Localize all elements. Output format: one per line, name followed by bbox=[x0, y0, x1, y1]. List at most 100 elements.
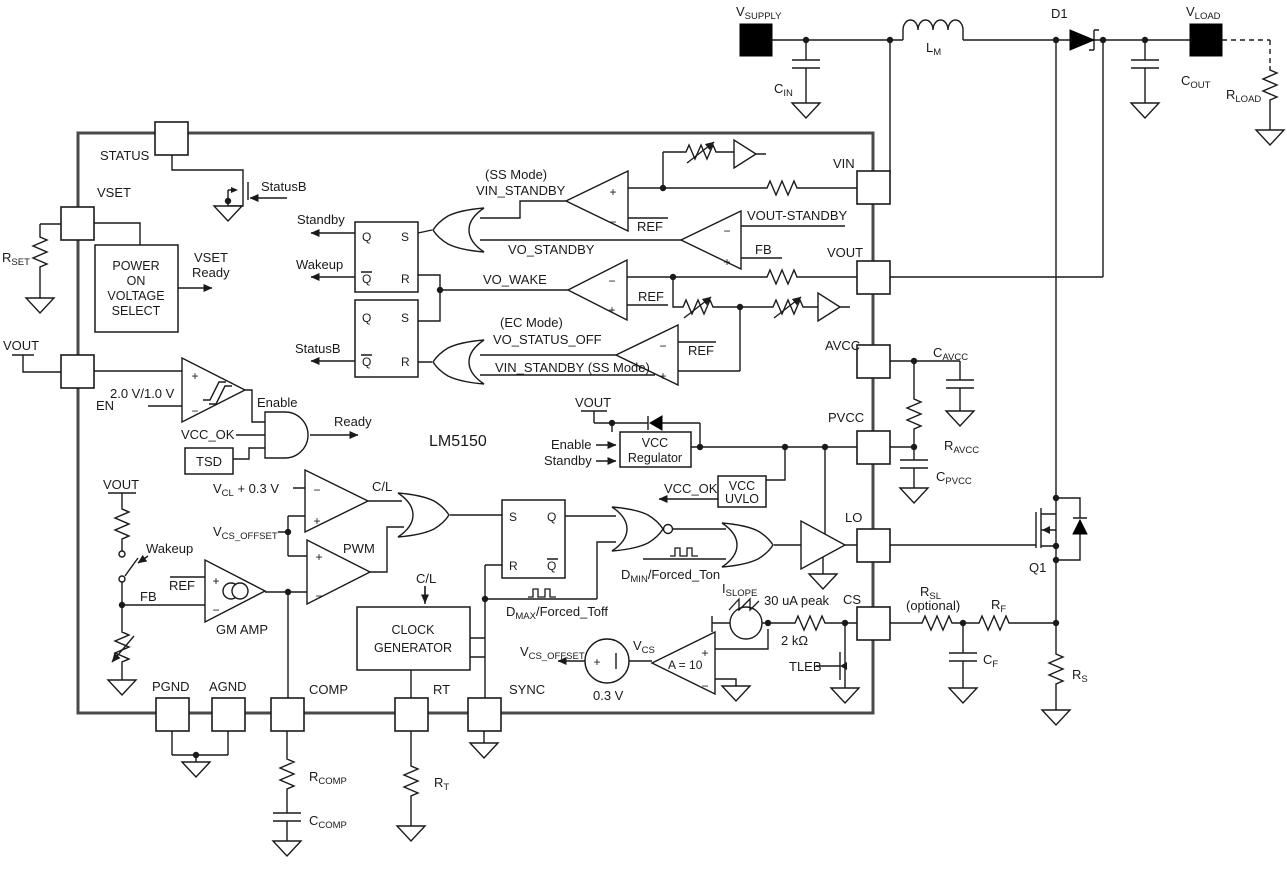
label-ref-1: REF bbox=[637, 219, 663, 234]
label-vo-wake: VO_WAKE bbox=[483, 272, 547, 287]
label-pin-rt: RT bbox=[433, 682, 450, 697]
resistor-rs bbox=[1048, 649, 1064, 689]
fb-div-resistor-top bbox=[114, 504, 130, 544]
pin-cs bbox=[856, 606, 891, 641]
label-power-4: SELECT bbox=[112, 304, 161, 318]
label-vcc-reg-2: Regulator bbox=[628, 451, 682, 465]
wire-layer bbox=[12, 29, 1271, 841]
label-ccomp: CCOMP bbox=[309, 813, 347, 831]
label-pwm: PWM bbox=[343, 541, 375, 556]
svg-text:Q: Q bbox=[362, 272, 371, 286]
vcc-regulator-block bbox=[619, 431, 692, 468]
label-vo-standby: VO_STANDBY bbox=[508, 242, 595, 257]
resistor-rf bbox=[974, 615, 1014, 631]
hysteresis-icon bbox=[203, 381, 232, 405]
svg-text:+: + bbox=[191, 369, 198, 383]
label-pin-en: EN bbox=[96, 398, 114, 413]
pin-lo bbox=[856, 528, 891, 563]
label-vout-standby: VOUT-STANDBY bbox=[747, 208, 847, 223]
label-30ua-peak: 30 uA peak bbox=[764, 593, 830, 608]
vin-standby-comparator bbox=[564, 169, 629, 233]
islope-current-source bbox=[729, 606, 763, 640]
resistor-rcomp bbox=[279, 754, 295, 794]
label-pin-sync: SYNC bbox=[509, 682, 545, 697]
label-ref-2: REF bbox=[638, 289, 664, 304]
label-ec-mode: (EC Mode) bbox=[500, 315, 563, 330]
component-layer bbox=[25, 19, 1285, 857]
svg-text:+: + bbox=[212, 574, 219, 588]
label-cl-to-clock: C/L bbox=[416, 571, 436, 586]
vo-status-off-comparator bbox=[614, 323, 679, 387]
label-statusb-fet: StatusB bbox=[261, 179, 307, 194]
svg-text:R: R bbox=[509, 559, 518, 573]
resistor-rset bbox=[32, 232, 48, 272]
label-rf: RF bbox=[991, 597, 1006, 615]
label-statusb-out: StatusB bbox=[295, 341, 341, 356]
comparator-signs: +− −+ −+ −+ +− −+ +− +− +− + bbox=[191, 185, 730, 693]
svg-text:+: + bbox=[313, 514, 320, 528]
svg-text:+: + bbox=[609, 185, 616, 199]
label-standby-out: Standby bbox=[297, 212, 345, 227]
label-vload: VLOAD bbox=[1186, 4, 1221, 22]
pin-en bbox=[60, 354, 95, 389]
vout-hys-buffer bbox=[817, 291, 842, 323]
label-power-3: VOLTAGE bbox=[107, 289, 164, 303]
svg-text:−: − bbox=[609, 215, 616, 229]
label-pin-pvcc: PVCC bbox=[828, 410, 864, 425]
svg-text:+: + bbox=[701, 646, 708, 660]
label-vin-standby-ss: VIN_STANDBY (SS Mode) bbox=[495, 360, 650, 375]
svg-text:−: − bbox=[608, 274, 615, 288]
label-ref-3: REF bbox=[688, 343, 714, 358]
label-rset: RSET bbox=[2, 250, 30, 268]
svg-text:−: − bbox=[659, 339, 666, 353]
cap-cin bbox=[791, 59, 821, 69]
label-islope: ISLOPE bbox=[722, 581, 757, 599]
resistor-rload bbox=[1262, 65, 1278, 105]
label-power-1: POWER bbox=[112, 259, 159, 273]
svg-text:+: + bbox=[608, 303, 615, 317]
label-vout-internal: VOUT bbox=[103, 477, 139, 492]
cap-cavcc bbox=[945, 379, 975, 389]
label-power-2: ON bbox=[127, 274, 146, 288]
label-vset-ready-2: Ready bbox=[192, 265, 230, 280]
label-vout-external: VOUT bbox=[3, 338, 39, 353]
svg-text:R: R bbox=[401, 272, 410, 286]
label-wakeup-out: Wakeup bbox=[296, 257, 343, 272]
dmax-pulse-icon bbox=[527, 588, 557, 598]
label-uvlo-1: VCC bbox=[729, 479, 755, 493]
pin-vin bbox=[856, 170, 891, 205]
lo-gate-driver bbox=[800, 519, 847, 571]
label-0p3v: 0.3 V bbox=[593, 688, 624, 703]
pwm-comparator bbox=[306, 538, 372, 606]
label-en-threshold: 2.0 V/1.0 V bbox=[110, 386, 175, 401]
pin-vset bbox=[60, 206, 95, 241]
svg-text:−: − bbox=[723, 224, 730, 238]
svg-text:−: − bbox=[701, 679, 708, 693]
svg-text:Q: Q bbox=[547, 559, 556, 573]
vo-wake-comparator bbox=[566, 258, 628, 322]
pin-rt bbox=[394, 697, 429, 732]
label-fb-2: FB bbox=[140, 589, 157, 604]
label-rcomp: RCOMP bbox=[309, 769, 347, 787]
label-gm-amp: GM AMP bbox=[216, 622, 268, 637]
cap-ccomp bbox=[272, 812, 302, 822]
standby-or-gate bbox=[432, 207, 485, 253]
cl-pwm-or-gate bbox=[397, 492, 450, 538]
label-d1: D1 bbox=[1051, 6, 1068, 21]
label-gm-ref: REF bbox=[169, 578, 195, 593]
svg-text:Q: Q bbox=[362, 311, 371, 325]
tleb-mosfet bbox=[830, 662, 860, 704]
diode-d1 bbox=[1069, 29, 1096, 51]
label-rload: RLOAD bbox=[1226, 87, 1261, 105]
resistor-rt bbox=[403, 761, 419, 801]
status-latch bbox=[354, 299, 419, 378]
svg-text:−: − bbox=[191, 404, 198, 418]
statusb-mosfet bbox=[213, 187, 243, 222]
label-vcc-ok-uvlo: VCC_OK bbox=[664, 481, 718, 496]
power-on-voltage-select-block bbox=[94, 244, 179, 333]
label-a10: A = 10 bbox=[668, 658, 703, 672]
ready-and-gate bbox=[264, 411, 309, 459]
